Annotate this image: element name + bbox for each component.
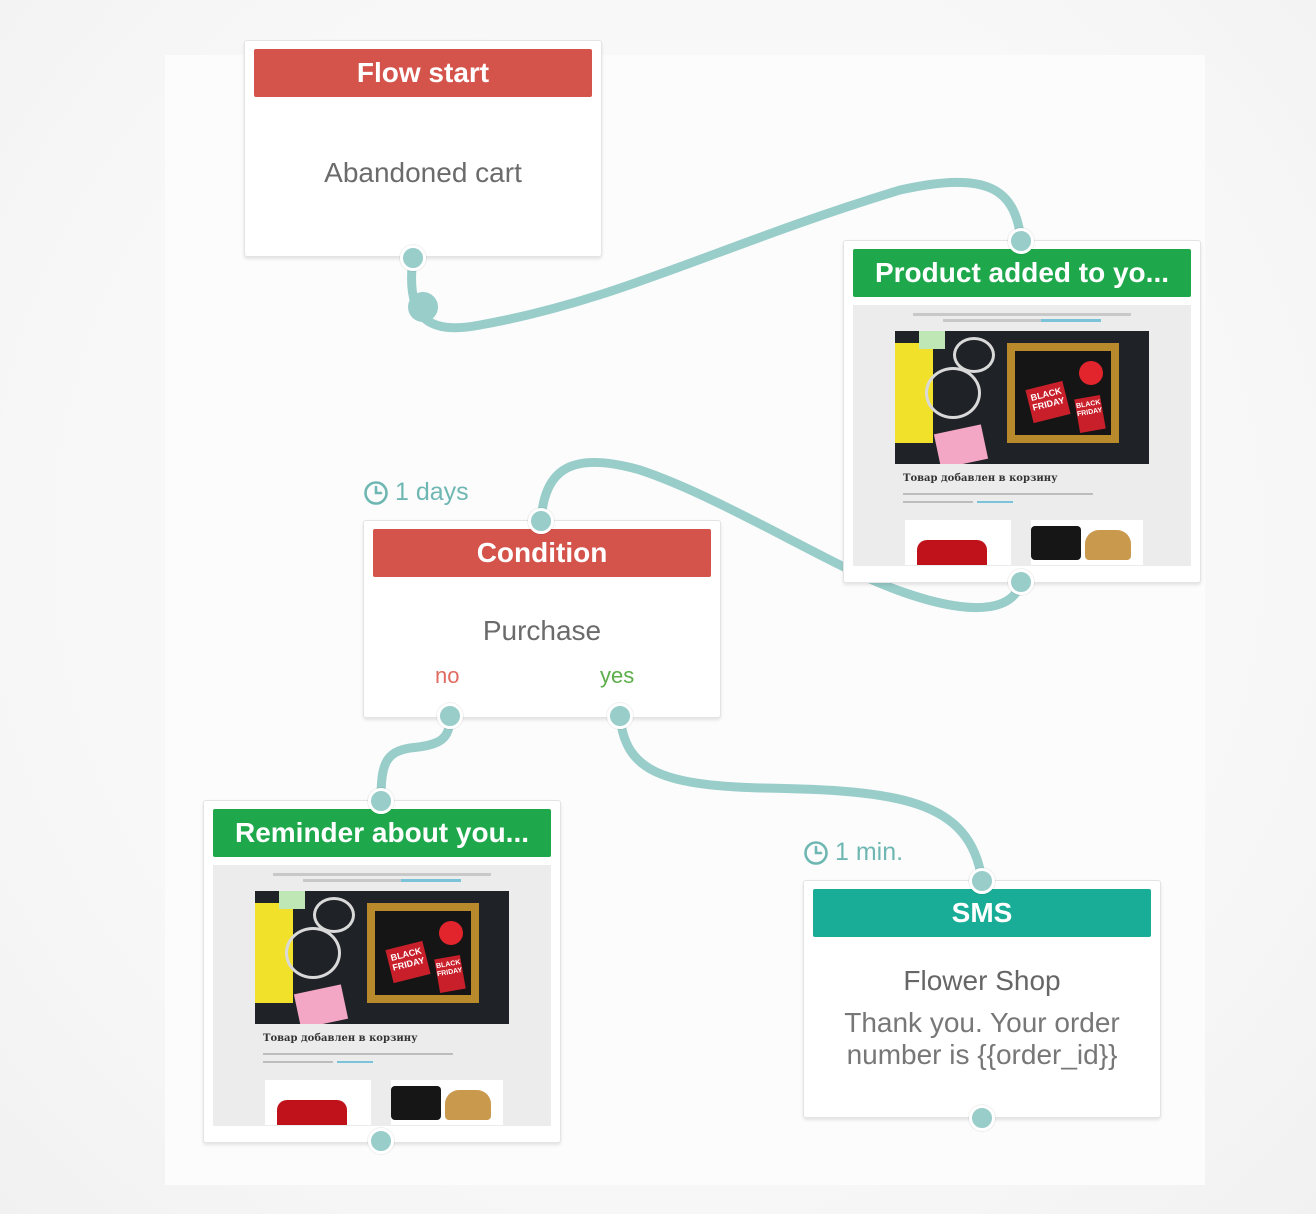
sms-message-line2: number is {{order_id}}: [846, 1039, 1118, 1070]
product-thumbnail: [265, 1080, 371, 1125]
output-port[interactable]: [368, 1128, 394, 1154]
delay-value: 1 min.: [835, 838, 904, 866]
clock-icon: [364, 480, 388, 505]
node-email-reminder[interactable]: Reminder about you... BLACK FRIDAY BLACK…: [203, 800, 561, 1143]
delay-label: 1 days: [363, 478, 469, 507]
node-title: SMS: [813, 889, 1151, 937]
connector-no-to-reminder[interactable]: [376, 711, 455, 805]
node-title: Reminder about you...: [213, 809, 551, 857]
node-flow-start[interactable]: Flow start Abandoned cart: [244, 40, 602, 257]
product-thumbnail: [391, 1080, 503, 1125]
email-heading: Товар добавлен в корзину: [263, 1033, 418, 1044]
email-hero-image: BLACK FRIDAY BLACK FRIDAY: [255, 891, 509, 1024]
connector-drag-handle[interactable]: [408, 292, 438, 322]
input-port[interactable]: [368, 788, 394, 814]
node-sms[interactable]: SMS Flower Shop Thank you. Your order nu…: [803, 880, 1161, 1118]
sms-message-line1: Thank you. Your order: [844, 1007, 1120, 1038]
output-port-no[interactable]: [437, 703, 463, 729]
input-port[interactable]: [528, 508, 554, 534]
connector-yes-to-sms[interactable]: [615, 711, 987, 885]
email-preview: BLACK FRIDAY BLACK FRIDAY Товар добавлен…: [213, 865, 551, 1126]
sms-sender: Flower Shop: [903, 965, 1061, 996]
connector-product-to-condition[interactable]: [536, 457, 1026, 612]
delay-label: 1 min.: [803, 838, 903, 867]
email-preview: BLACK FRIDAY BLACK FRIDAY Товар добавлен…: [853, 305, 1191, 566]
condition-type: Purchase: [482, 615, 602, 646]
node-title: Product added to yo...: [853, 249, 1191, 297]
trigger-event: Abandoned cart: [324, 157, 522, 188]
output-port[interactable]: [1008, 569, 1034, 595]
input-port[interactable]: [1008, 228, 1034, 254]
product-thumbnail: [1031, 520, 1143, 565]
branch-no-label: no: [435, 663, 460, 688]
email-hero-image: BLACK FRIDAY BLACK FRIDAY: [895, 331, 1149, 464]
node-title: Flow start: [254, 49, 592, 97]
clock-icon: [804, 840, 828, 865]
node-email-product-added[interactable]: Product added to yo... BLACK FRIDAY BLAC…: [843, 240, 1201, 583]
email-heading: Товар добавлен в корзину: [903, 473, 1058, 484]
connector-start-to-product[interactable]: [407, 177, 1026, 333]
output-port[interactable]: [400, 245, 426, 271]
output-port-yes[interactable]: [607, 703, 633, 729]
branch-yes-label: yes: [600, 663, 635, 688]
delay-value: 1 days: [395, 478, 469, 506]
output-port[interactable]: [969, 1105, 995, 1131]
input-port[interactable]: [969, 868, 995, 894]
product-thumbnail: [905, 520, 1011, 565]
node-condition[interactable]: Condition Purchase no yes: [363, 520, 721, 718]
node-title: Condition: [373, 529, 711, 577]
